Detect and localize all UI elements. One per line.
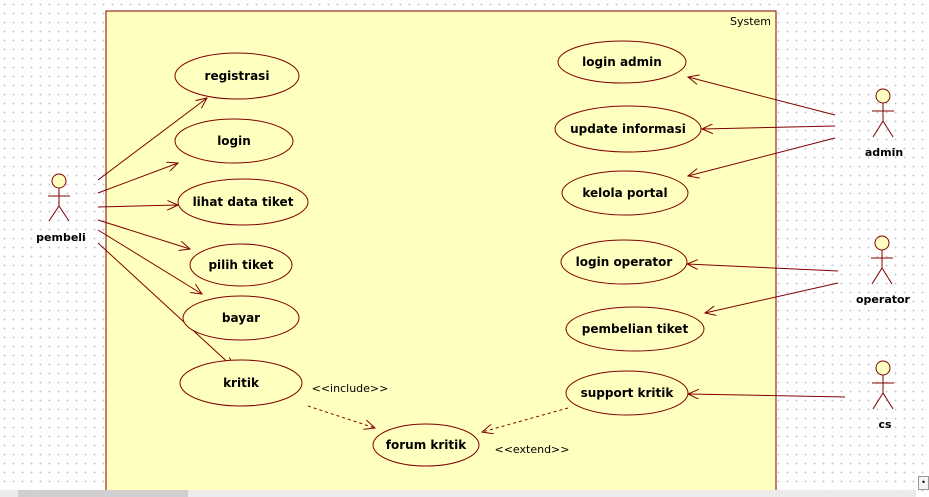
assoc-operator-pembelian-tiket — [705, 282, 839, 313]
dependency-lines — [307, 405, 569, 432]
actor-pembeli-head — [51, 173, 67, 189]
use-case-login-operator-label: login operator — [576, 255, 673, 269]
actor-operator-head — [874, 235, 890, 251]
use-case-forum-kritik[interactable]: forum kritik — [372, 423, 480, 467]
actor-pembeli[interactable] — [48, 173, 70, 222]
assoc-cs-support-kritik — [688, 394, 846, 397]
assoc-pembeli-pilih-tiket — [97, 219, 190, 249]
use-case-login-operator[interactable]: login operator — [560, 239, 688, 285]
assoc-admin-kelola-portal — [688, 137, 836, 176]
use-case-registrasi[interactable]: registrasi — [174, 52, 300, 100]
assoc-pembeli-lihat-data-tiket — [97, 205, 178, 207]
use-case-kelola-portal[interactable]: kelola portal — [561, 170, 689, 216]
use-case-forum-kritik-label: forum kritik — [386, 438, 467, 452]
use-case-login-admin[interactable]: login admin — [557, 40, 687, 84]
use-case-pembelian-tiket-label: pembelian tiket — [582, 322, 689, 336]
assoc-admin-login-admin — [688, 77, 836, 116]
cs-associations — [688, 394, 846, 397]
use-case-kelola-portal-label: kelola portal — [582, 186, 667, 200]
use-case-pilih-tiket[interactable]: pilih tiket — [189, 243, 293, 287]
include-stereotype: <<include>> — [312, 382, 389, 395]
use-case-update-informasi[interactable]: update informasi — [554, 105, 702, 153]
assoc-pembeli-login — [97, 163, 178, 194]
extend-stereotype: <<extend>> — [495, 443, 570, 456]
admin-associations — [688, 77, 836, 176]
assoc-operator-login-operator — [687, 264, 839, 272]
assoc-pembeli-bayar — [97, 229, 202, 294]
actor-admin-head — [875, 88, 891, 104]
use-case-login-label: login — [217, 134, 251, 148]
use-case-lihat-data-tiket-label: lihat data tiket — [193, 195, 294, 209]
assoc-pembeli-registrasi — [97, 98, 207, 181]
assoc-admin-update-informasi — [702, 126, 836, 129]
use-case-pembelian-tiket[interactable]: pembelian tiket — [565, 306, 705, 352]
scroll-corner-button[interactable]: • — [918, 476, 929, 490]
actor-cs-label: cs — [878, 418, 892, 431]
use-case-update-informasi-label: update informasi — [570, 122, 686, 136]
horizontal-scrollbar-thumb[interactable] — [18, 490, 188, 497]
use-case-registrasi-label: registrasi — [205, 69, 270, 83]
actor-operator[interactable] — [871, 235, 893, 285]
use-case-support-kritik-label: support kritik — [581, 386, 675, 400]
extend-support-forum — [482, 407, 569, 432]
use-case-kritik[interactable]: kritik — [179, 359, 303, 407]
assoc-pembeli-kritik — [97, 242, 234, 368]
actor-cs[interactable] — [872, 360, 894, 410]
use-case-support-kritik[interactable]: support kritik — [565, 370, 689, 416]
use-case-pilih-tiket-label: pilih tiket — [208, 258, 273, 272]
horizontal-scrollbar[interactable] — [0, 490, 916, 497]
actor-pembeli-label: pembeli — [36, 231, 86, 244]
use-case-lihat-data-tiket[interactable]: lihat data tiket — [177, 178, 309, 226]
operator-associations — [687, 264, 839, 313]
actor-cs-head — [875, 360, 891, 376]
actor-admin-label: admin — [865, 146, 903, 159]
use-case-login[interactable]: login — [174, 118, 294, 164]
pembeli-associations — [97, 98, 234, 368]
use-case-bayar-label: bayar — [222, 311, 260, 325]
actor-operator-label: operator — [856, 293, 911, 306]
use-case-login-admin-label: login admin — [582, 55, 662, 69]
system-label: System — [730, 15, 771, 28]
use-case-bayar[interactable]: bayar — [182, 295, 300, 341]
actor-admin[interactable] — [872, 88, 894, 138]
use-case-kritik-label: kritik — [223, 376, 260, 390]
